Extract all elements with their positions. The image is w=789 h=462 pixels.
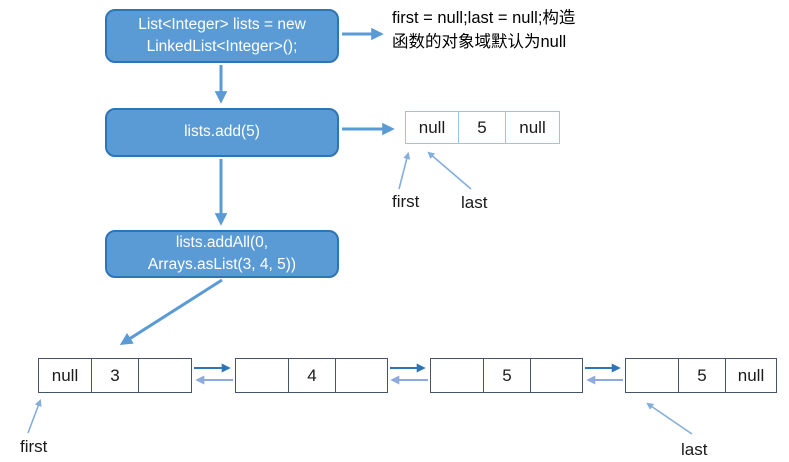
- constructor-annotation: first = null;last = null;构造 函数的对象域默认为nul…: [392, 6, 575, 54]
- list-node-4-next-cell: null: [725, 359, 776, 392]
- list-node-3-prev-cell: [431, 359, 483, 392]
- list-node-1-value-cell: 3: [91, 359, 138, 392]
- single-node-next-cell: null: [505, 112, 559, 143]
- first-pointer-label-top: first: [392, 192, 420, 211]
- list-node-4-prev-cell: [626, 359, 678, 392]
- list-node-1-prev-cell: null: [51, 365, 79, 385]
- flow-box-addall-line1: lists.addAll(0,: [175, 233, 269, 251]
- arrow-first-bottom: [27, 398, 42, 434]
- list-node-3-next-cell: [530, 359, 582, 392]
- last-pointer-label-bottom: last: [681, 440, 708, 459]
- arrow-last-bottom: [646, 402, 693, 435]
- single-node: null 5 null: [405, 111, 560, 144]
- list-node-2-next-cell: [335, 359, 387, 392]
- single-node-prev-cell: null: [418, 117, 446, 137]
- last-pointer-label-top: last: [461, 193, 488, 212]
- arrow-box3-to-list: [119, 278, 223, 346]
- flow-box-add: lists.add(5): [105, 108, 339, 157]
- flow-box-constructor-line2: LinkedList<Integer>();: [146, 38, 298, 55]
- constructor-annotation-line2: 函数的对象域默认为null: [392, 33, 567, 51]
- list-node-4-value-cell: 5: [678, 359, 725, 392]
- arrow-first-top: [398, 151, 411, 190]
- arrow-last-top: [427, 151, 472, 190]
- list-node-4: 5 null: [625, 358, 777, 393]
- constructor-annotation-line1: first = null;last = null;构造: [392, 9, 576, 27]
- flow-box-constructor: List<Integer> lists = new LinkedList<Int…: [105, 9, 339, 63]
- single-node-value-cell: 5: [458, 112, 505, 143]
- list-node-2-value-cell: 4: [288, 359, 335, 392]
- list-node-2: 4: [235, 358, 388, 393]
- flow-box-constructor-line1: List<Integer> lists = new: [138, 15, 306, 33]
- list-node-2-prev-cell: [236, 359, 288, 392]
- flow-box-addall-line2: Arrays.asList(3, 4, 5)): [147, 256, 297, 273]
- first-pointer-label-bottom: first: [20, 437, 48, 456]
- list-node-1-next-cell: [138, 359, 191, 392]
- list-node-1: null 3: [38, 358, 192, 393]
- list-node-3-value-cell: 5: [483, 359, 530, 392]
- flow-box-addall: lists.addAll(0, Arrays.asList(3, 4, 5)): [105, 230, 339, 278]
- list-node-3: 5: [430, 358, 583, 393]
- flow-box-add-label: lists.add(5): [184, 123, 260, 141]
